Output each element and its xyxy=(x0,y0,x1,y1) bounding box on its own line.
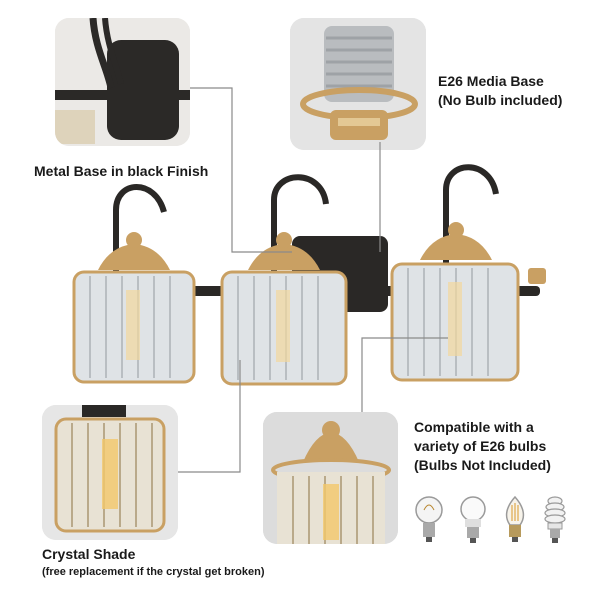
incandescent-bulb-icon xyxy=(414,495,444,547)
crystal-shade-detail-photo xyxy=(42,405,178,540)
gold-cap-crystal-detail-photo xyxy=(263,412,398,544)
led-bulb-icon xyxy=(458,495,488,547)
metal-base-detail-photo xyxy=(55,18,190,146)
cfl-spiral-bulb-icon xyxy=(540,495,570,547)
compatible-label-line2: variety of E26 bulbs xyxy=(414,438,547,454)
vanity-light-fixture-image xyxy=(60,160,560,390)
media-base-label-line1: E26 Media Base xyxy=(438,73,544,89)
filament-bulb-icon xyxy=(500,495,530,547)
e26-socket-detail-photo xyxy=(290,18,426,150)
compatible-label-line3: (Bulbs Not Included) xyxy=(414,457,551,473)
media-base-label-line2: (No Bulb included) xyxy=(438,92,563,108)
metal-base-label: Metal Base in black Finish xyxy=(34,163,209,179)
compatible-label-line1: Compatible with a xyxy=(414,419,534,435)
crystal-shade-note: (free replacement if the crystal get bro… xyxy=(42,566,265,578)
crystal-shade-label: Crystal Shade xyxy=(42,546,136,562)
